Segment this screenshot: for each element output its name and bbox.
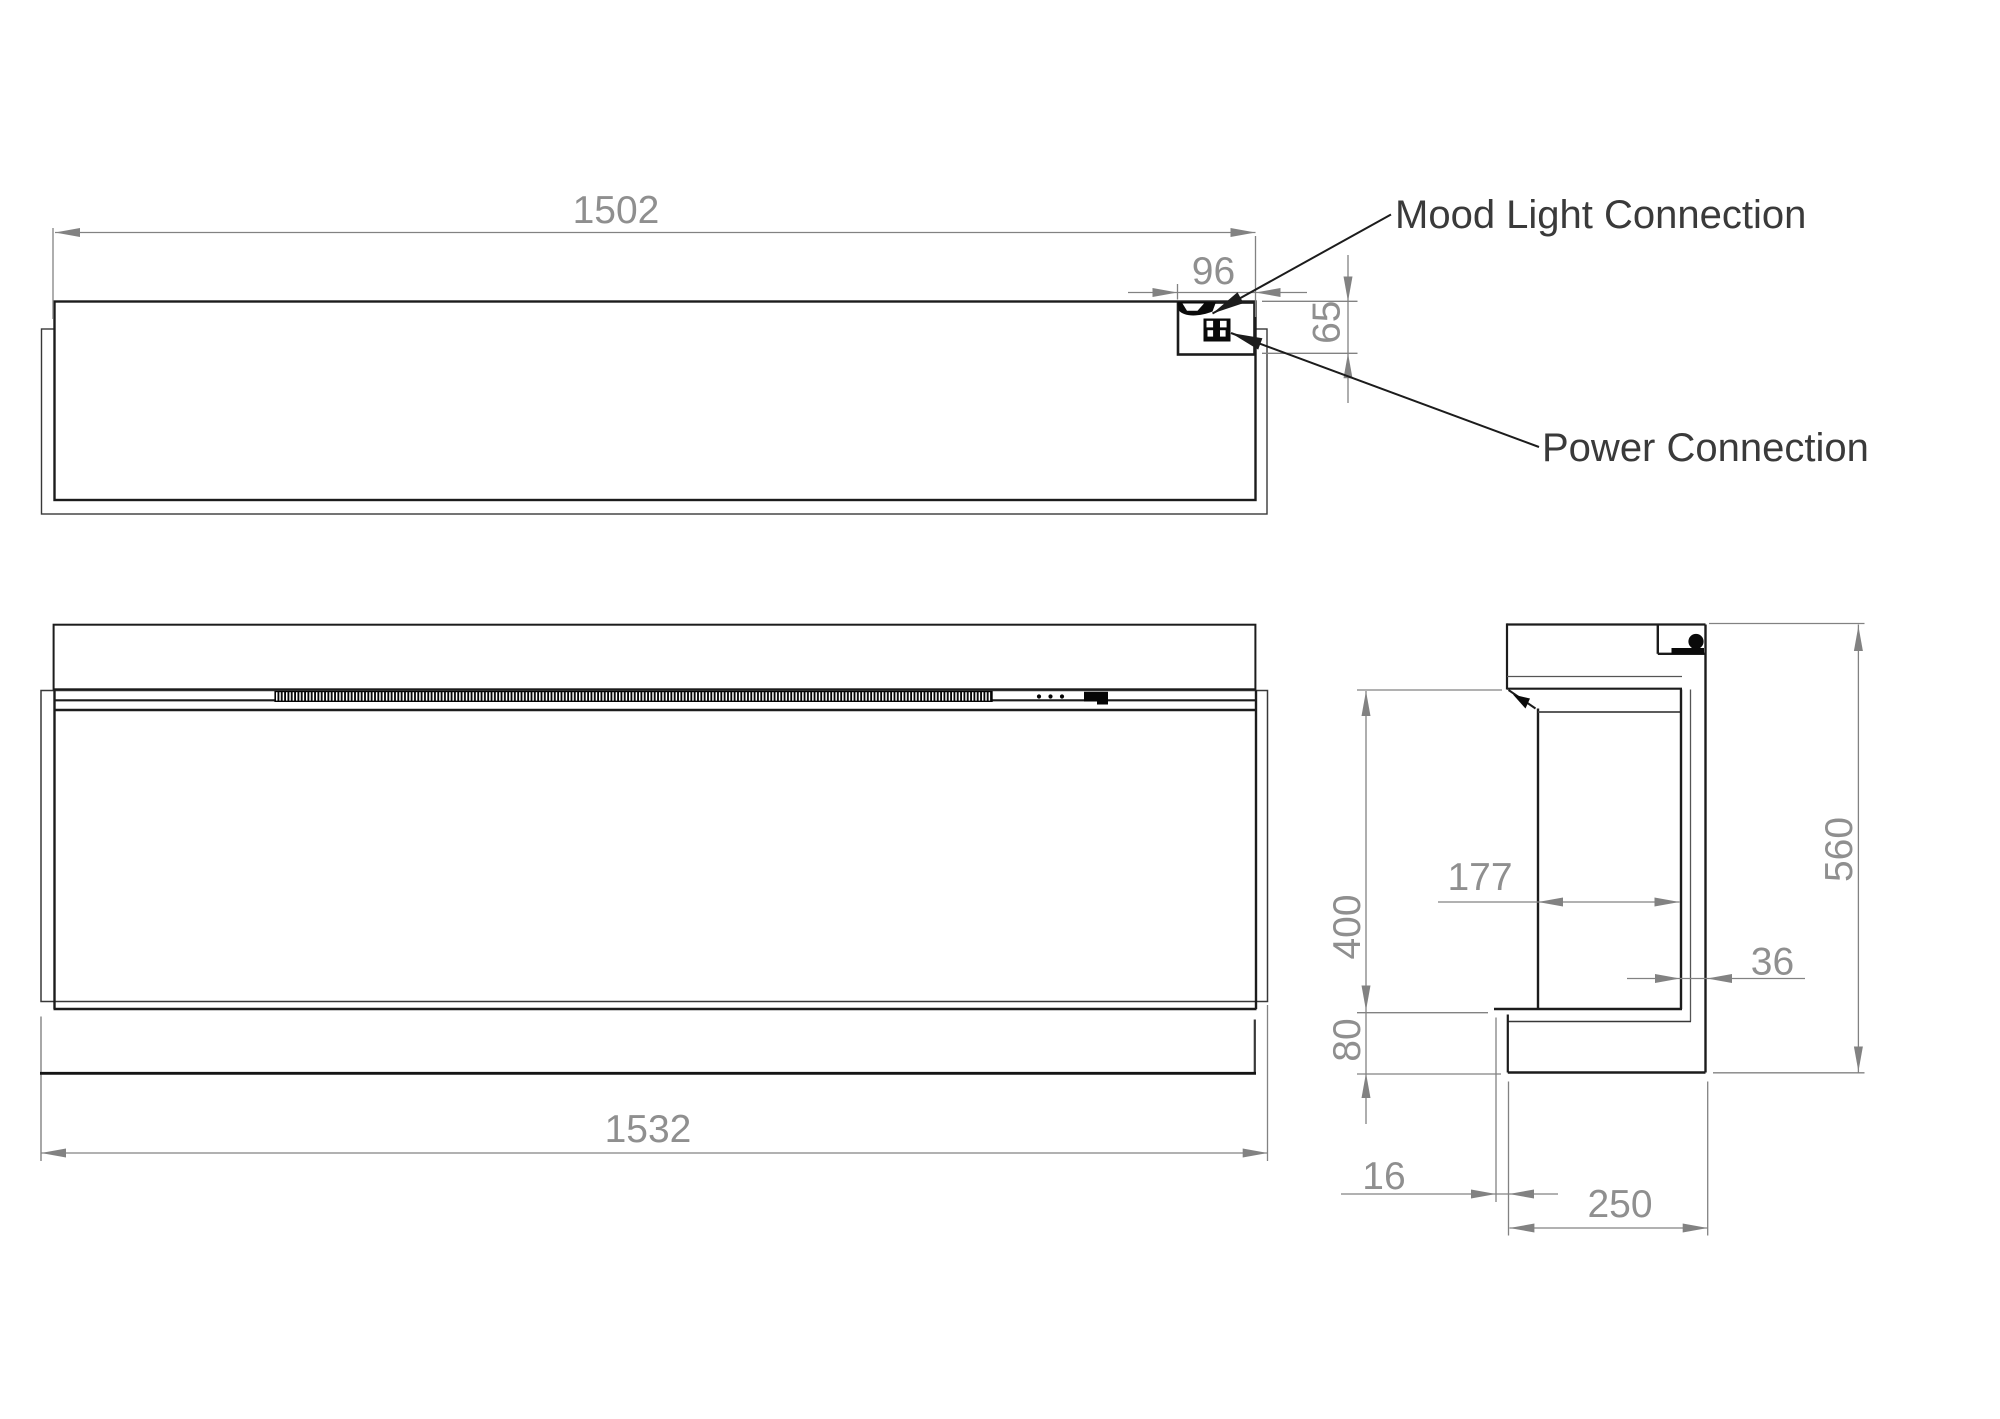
svg-text:560: 560 — [1818, 817, 1861, 882]
svg-text:1532: 1532 — [605, 1108, 692, 1151]
svg-text:36: 36 — [1751, 941, 1794, 984]
svg-text:400: 400 — [1326, 894, 1369, 959]
svg-text:177: 177 — [1447, 856, 1512, 899]
svg-text:1502: 1502 — [573, 189, 660, 232]
svg-text:16: 16 — [1362, 1155, 1405, 1198]
svg-text:250: 250 — [1587, 1183, 1652, 1226]
svg-text:Mood Light Connection: Mood Light Connection — [1395, 193, 1806, 237]
svg-text:80: 80 — [1326, 1018, 1369, 1061]
svg-text:Power Connection: Power Connection — [1542, 426, 1869, 470]
svg-text:65: 65 — [1306, 301, 1349, 344]
svg-text:96: 96 — [1192, 250, 1235, 293]
